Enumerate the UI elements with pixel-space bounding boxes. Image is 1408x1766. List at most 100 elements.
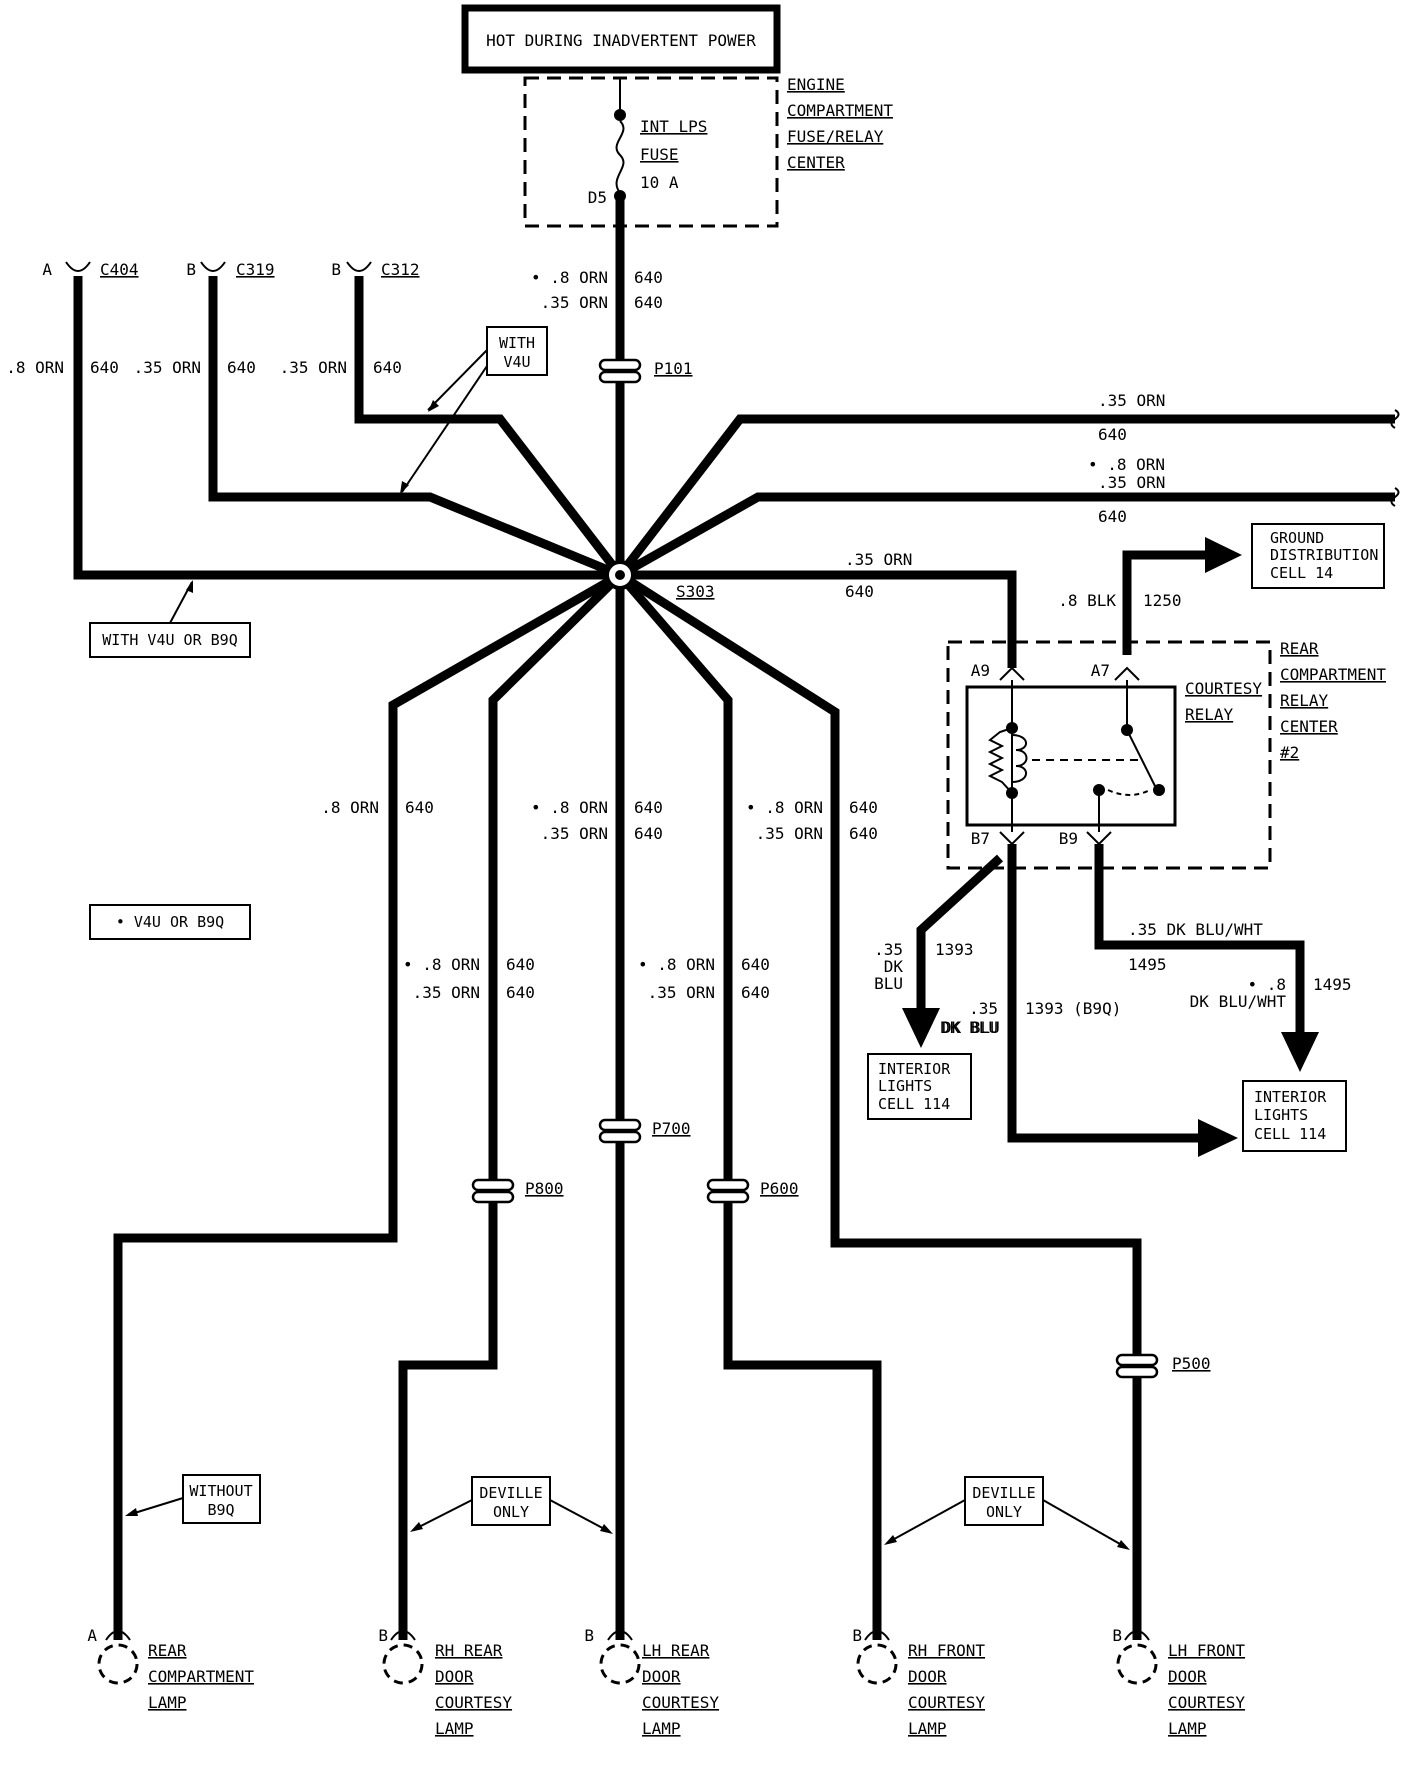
lamp-4-line-4: LAMP bbox=[908, 1719, 947, 1738]
lh-rear-wire-gauge-1: • .8 ORN bbox=[531, 798, 608, 817]
lamp-2-pin: B bbox=[378, 1626, 388, 1645]
note-without-b9q: WITHOUT B9Q bbox=[125, 1474, 261, 1524]
lamp-2-line-4: LAMP bbox=[435, 1719, 474, 1738]
interior-lights-box-2: INTERIOR LIGHTS CELL 114 bbox=[1242, 1080, 1347, 1152]
b9-alt-circuit: 1495 bbox=[1313, 975, 1352, 994]
rh-rear-wire-gauge-1: • .8 ORN bbox=[403, 955, 480, 974]
lamp-5-line-2: DOOR bbox=[1168, 1667, 1207, 1686]
lh-rear-wire-gauge-2: .35 ORN bbox=[541, 824, 608, 843]
rh-front-wire-gauge-2: .35 ORN bbox=[648, 983, 715, 1002]
rh-front-wire-gauge-1: • .8 ORN bbox=[638, 955, 715, 974]
lamp-rh-rear-door: B RH REAR DOOR COURTESY LAMP bbox=[378, 1626, 512, 1738]
fuse-center-line-2: COMPARTMENT bbox=[787, 101, 893, 120]
lamp-5-line-4: LAMP bbox=[1168, 1719, 1207, 1738]
p600-label: P600 bbox=[760, 1179, 799, 1198]
courtesy-relay-label-1: COURTESY bbox=[1185, 679, 1262, 698]
wire-right-top bbox=[616, 414, 1395, 578]
lamp-4-line-1: RH FRONT bbox=[908, 1641, 985, 1660]
engine-fuse-relay-center: ENGINE COMPARTMENT FUSE/RELAY CENTER INT… bbox=[523, 75, 893, 228]
note-deville-rear-1: DEVILLE bbox=[479, 1484, 542, 1502]
b9-alt-gauge: • .8 bbox=[1247, 975, 1286, 994]
pin-a7: A7 bbox=[1091, 661, 1110, 680]
lamp-lh-front-door: B LH FRONT DOOR COURTESY LAMP bbox=[1112, 1626, 1245, 1738]
fuse-symbol bbox=[615, 120, 625, 194]
wire-relay-feed bbox=[620, 570, 1017, 668]
wire-b9 bbox=[1094, 844, 1305, 1040]
lamp-5-line-3: COURTESY bbox=[1168, 1693, 1245, 1712]
rh-front-wire-circuit-1: 640 bbox=[741, 955, 770, 974]
c319-pin: B bbox=[186, 260, 196, 279]
ground-box-2: DISTRIBUTION bbox=[1270, 546, 1378, 564]
connector-c404: A C404 bbox=[42, 260, 138, 279]
connector-p101: P101 bbox=[598, 358, 693, 384]
note-deville-only-rear: DEVILLE ONLY bbox=[410, 1476, 613, 1534]
b7-right-color: DK BLU bbox=[940, 1018, 998, 1037]
connector-p600: P600 bbox=[706, 1178, 799, 1204]
note-with-v4u: WITH V4U bbox=[400, 326, 548, 494]
lh-front-wire-gauge-2: .35 ORN bbox=[756, 824, 823, 843]
wire-b7-left bbox=[916, 854, 1004, 1020]
c319-wire-circuit: 640 bbox=[227, 358, 256, 377]
lamp-4-line-2: DOOR bbox=[908, 1667, 947, 1686]
lamp-3-line-3: COURTESY bbox=[642, 1693, 719, 1712]
lamp-lh-rear-door: B LH REAR DOOR COURTESY LAMP bbox=[584, 1626, 719, 1738]
lamp-1-line-1: REAR bbox=[148, 1641, 187, 1660]
feed-wire-gauge-1: • .8 ORN bbox=[531, 268, 608, 287]
lamp-4-line-3: COURTESY bbox=[908, 1693, 985, 1712]
b7-left-color-1: DK bbox=[884, 957, 904, 976]
rear-compartment-relay-center: REAR COMPARTMENT RELAY CENTER #2 A9 A7 B… bbox=[946, 639, 1386, 870]
rh-rear-wire-circuit-2: 640 bbox=[506, 983, 535, 1002]
fuse-terminal-d5: D5 bbox=[588, 188, 607, 207]
feed-wire-gauge-2: .35 ORN bbox=[541, 293, 608, 312]
c312-pin: B bbox=[331, 260, 341, 279]
relay-feed-circuit: 640 bbox=[845, 582, 874, 601]
note-with-v4u-1: WITH bbox=[499, 334, 535, 352]
splice-label: S303 bbox=[676, 582, 715, 601]
lamp-5-pin: B bbox=[1112, 1626, 1122, 1645]
wire-right-mid bbox=[617, 492, 1395, 579]
interior-lights-box-1: INTERIOR LIGHTS CELL 114 bbox=[867, 1053, 972, 1120]
b9-alt-color: DK BLU/WHT bbox=[1190, 992, 1287, 1011]
power-source-box: HOT DURING INADVERTENT POWER bbox=[461, 4, 781, 74]
lamp-2-line-3: COURTESY bbox=[435, 1693, 512, 1712]
note-without-b9q-1: WITHOUT bbox=[189, 1482, 252, 1500]
lamp-1-line-2: COMPARTMENT bbox=[148, 1667, 254, 1686]
b7-left-color: DK BLU bbox=[942, 1018, 1000, 1037]
rh-rear-wire-gauge-2: .35 ORN bbox=[413, 983, 480, 1002]
note-with-v4u-or-b9q: WITH V4U OR B9Q bbox=[89, 580, 251, 658]
right-mid-gauge-1: • .8 ORN bbox=[1088, 455, 1165, 474]
c319-name: C319 bbox=[236, 260, 275, 279]
fuse-name-1: INT LPS bbox=[640, 117, 707, 136]
c404-name: C404 bbox=[100, 260, 139, 279]
fuse-center-line-4: CENTER bbox=[787, 153, 845, 172]
c312-name: C312 bbox=[381, 260, 420, 279]
right-top-circuit: 640 bbox=[1098, 425, 1127, 444]
relay-center-line-3: RELAY bbox=[1280, 691, 1329, 710]
note-deville-front-2: ONLY bbox=[986, 1503, 1022, 1521]
wire-c319 bbox=[208, 276, 622, 580]
p500-label: P500 bbox=[1172, 1354, 1211, 1373]
lamp-2-line-2: DOOR bbox=[435, 1667, 474, 1686]
note-with-v4u-2: V4U bbox=[503, 353, 530, 371]
lamp-3-line-2: DOOR bbox=[642, 1667, 681, 1686]
fuse-rating: 10 A bbox=[640, 173, 679, 192]
ground-arrow bbox=[1205, 537, 1242, 573]
right-mid-gauge-2: .35 ORN bbox=[1098, 473, 1165, 492]
interior-box-1-line-3: CELL 114 bbox=[878, 1095, 950, 1113]
c319-wire-gauge: .35 ORN bbox=[134, 358, 201, 377]
feed-wire-circuit-1: 640 bbox=[634, 268, 663, 287]
right-mid-circuit: 640 bbox=[1098, 507, 1127, 526]
feed-wire-circuit-2: 640 bbox=[634, 293, 663, 312]
connector-p700: P700 bbox=[598, 1118, 691, 1144]
interior-box-2-line-3: CELL 114 bbox=[1254, 1125, 1326, 1143]
b7-right-arrow bbox=[1198, 1119, 1238, 1157]
b9-arrow bbox=[1281, 1032, 1319, 1072]
ground-box-1: GROUND bbox=[1270, 529, 1324, 547]
p101-label: P101 bbox=[654, 359, 693, 378]
note-deville-rear-2: ONLY bbox=[493, 1503, 529, 1521]
ground-wire-gauge: .8 BLK bbox=[1058, 591, 1116, 610]
lh-rear-wire-circuit-1: 640 bbox=[634, 798, 663, 817]
relay-center-line-2: COMPARTMENT bbox=[1280, 665, 1386, 684]
lamp-4-pin: B bbox=[852, 1626, 862, 1645]
wire-rh-front bbox=[616, 572, 882, 1640]
